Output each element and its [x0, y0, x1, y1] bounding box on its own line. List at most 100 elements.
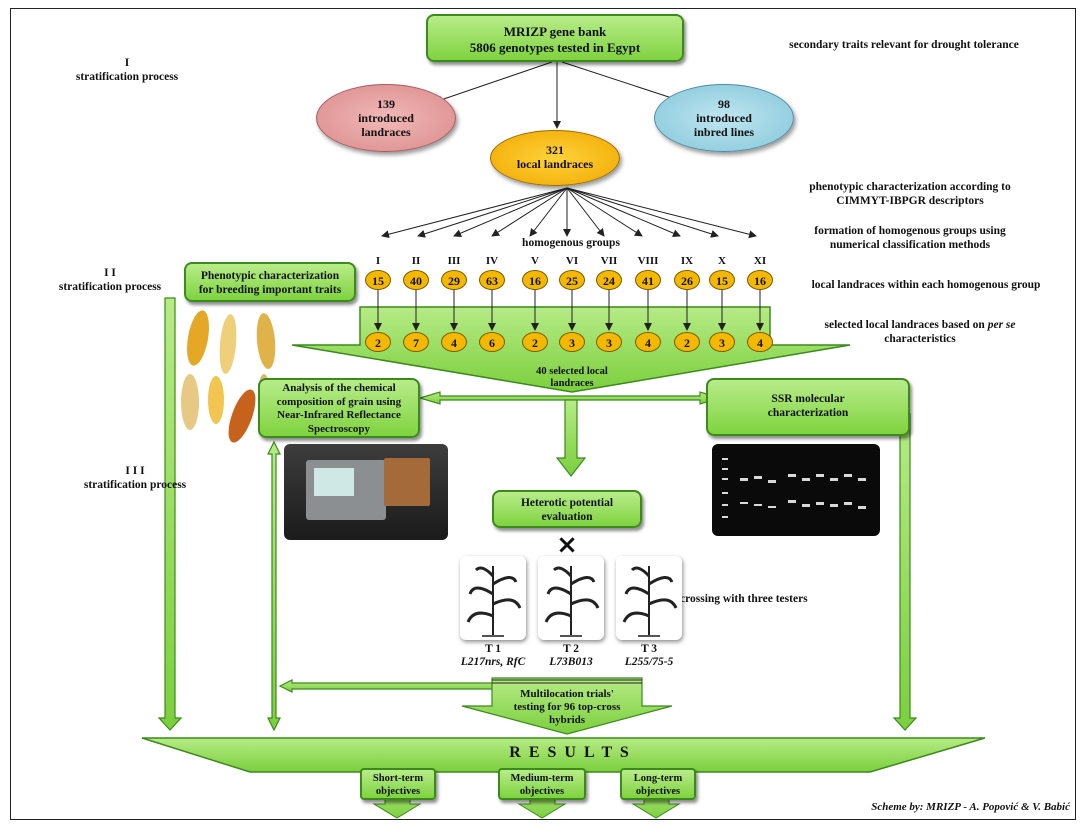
- multilocation-left-arrow: [278, 679, 493, 693]
- group-total-badge: 15: [709, 270, 735, 290]
- gel-bands: [722, 458, 866, 518]
- multilocation-line-2: testing for 96 top-cross: [513, 701, 621, 713]
- homogenous-groups-label: homogenous groups: [522, 237, 620, 249]
- introduced-inbreds-count: 98: [718, 97, 730, 111]
- medium-term-objectives: Medium-term objectives: [498, 768, 586, 800]
- arrow-to-introduced-landraces: [434, 61, 553, 104]
- tester-line: L255/75-5: [624, 656, 674, 668]
- group-total-badge: 16: [747, 270, 773, 290]
- tester-line: L217nrs, RfC: [460, 656, 526, 668]
- note-selected-text: selected local landraces based on: [824, 319, 985, 331]
- instrument-sample-tray: [384, 458, 430, 506]
- phenotypic-down-arrow: [157, 297, 183, 731]
- group-selected-badge: 3: [559, 332, 585, 352]
- ssr-box-line-1: SSR molecular: [771, 393, 845, 405]
- group-roman-label: VII: [600, 255, 618, 267]
- stage-3-number: I I I: [125, 465, 145, 477]
- note-selected-per-se: selected local landraces based on per se: [790, 318, 1050, 332]
- ssr-down-arrow: [892, 413, 918, 731]
- group-selected-badge: 3: [596, 332, 622, 352]
- group-selected-badge: 2: [365, 332, 391, 352]
- heterotic-box-line-2: evaluation: [541, 511, 593, 523]
- maize-plant-icon: [622, 566, 678, 637]
- group-selected-badge: 4: [441, 332, 467, 352]
- heterotic-box-line-1: Heterotic potential: [520, 497, 614, 509]
- group-total-badge: 25: [559, 270, 585, 290]
- group-total-badge: 26: [674, 270, 700, 290]
- group-roman-label: II: [411, 255, 421, 267]
- group-roman-label: V: [531, 255, 539, 267]
- group-selected-badge: 2: [522, 332, 548, 352]
- tester-line: L73B013: [549, 656, 593, 668]
- group-roman-label: IX: [680, 255, 694, 267]
- note-phenotypic-1: phenotypic characterization according to: [809, 181, 1011, 193]
- ssr-gel-photo: [712, 444, 880, 536]
- group-selected-badge: 3: [709, 332, 735, 352]
- phenotypic-box: Phenotypic characterization for breeding…: [184, 262, 356, 302]
- results-label: R E S U L T S: [509, 744, 631, 761]
- group-selection-arrows: [374, 289, 764, 331]
- local-landraces-ellipse: 321 local landraces: [490, 130, 620, 186]
- group-roman-label: XI: [753, 255, 767, 267]
- selected-total-line-1: 40 selected local: [536, 366, 608, 377]
- group-total-badge: 40: [403, 270, 429, 290]
- credit-line: Scheme by: MRIZP - A. Popović & V. Babić: [871, 801, 1070, 813]
- long-term-line-2: objectives: [635, 786, 681, 797]
- short-term-line-2: objectives: [375, 786, 421, 797]
- group-selected-badge: 6: [479, 332, 505, 352]
- note-secondary-traits: secondary traits relevant for drought to…: [789, 39, 1019, 51]
- group-total-badge: 16: [522, 270, 548, 290]
- group-roman-label: VI: [565, 255, 579, 267]
- cross-symbol: ×: [556, 530, 578, 560]
- nir-box-line-1: Analysis of the chemical: [282, 382, 396, 394]
- tester-name: T 3: [640, 643, 658, 655]
- short-term-objectives: Short-term objectives: [360, 768, 436, 800]
- group-total-badge: 15: [365, 270, 391, 290]
- nir-box-line-2: composition of grain using: [276, 395, 402, 408]
- selected-total-line-2: landraces: [550, 378, 594, 389]
- nir-box-line-3: Near-Infrared Reflectance: [277, 409, 401, 421]
- nir-double-arrow: [267, 440, 281, 732]
- note-homogenous-2: numerical classification methods: [829, 239, 991, 251]
- group-selected-badge: 2: [674, 332, 700, 352]
- heterotic-box: Heterotic potential evaluation: [492, 490, 642, 528]
- introduced-inbreds-label-2: inbred lines: [693, 125, 755, 139]
- tester-plant-card: [460, 556, 526, 640]
- note-within-groups: local landraces within each homogenous g…: [811, 279, 1041, 291]
- introduced-landraces-label-2: landraces: [361, 125, 411, 139]
- introduced-inbreds-label-1: introduced: [696, 111, 752, 125]
- tester-name: T 2: [562, 643, 580, 655]
- instrument-screen: [314, 468, 354, 496]
- introduced-inbreds-ellipse: 98 introduced inbred lines: [654, 84, 794, 152]
- long-term-objectives: Long-term objectives: [620, 768, 696, 800]
- stage-2-label: stratification process: [58, 281, 162, 293]
- selected-total-label: 40 selected local landraces: [522, 366, 622, 390]
- group-total-badge: 29: [441, 270, 467, 290]
- nir-box-line-4: Spectroscopy: [307, 422, 371, 435]
- tester-plant-card: [616, 556, 682, 640]
- introduced-landraces-ellipse: 139 introduced landraces: [316, 84, 456, 152]
- group-selected-badge: 4: [635, 332, 661, 352]
- long-term-line-1: Long-term: [633, 773, 683, 784]
- note-selected-em: per se: [987, 319, 1016, 331]
- group-selected-badge: 7: [403, 332, 429, 352]
- medium-term-line-1: Medium-term: [510, 773, 574, 784]
- introduced-landraces-count: 139: [377, 97, 395, 111]
- group-roman-label: I: [375, 255, 381, 267]
- group-total-badge: 63: [479, 270, 505, 290]
- multilocation-line-3: hybrids: [548, 714, 586, 726]
- arrow-to-introduced-inbreds: [561, 61, 685, 104]
- group-total-badge: 41: [635, 270, 661, 290]
- multilocation-line-1: Multilocation trials': [520, 688, 614, 700]
- stage-1-label: stratification process: [75, 71, 179, 83]
- local-landraces-label: local landraces: [516, 157, 594, 171]
- note-homogenous-1: formation of homogenous groups using: [814, 225, 1006, 237]
- tester-plant-card: [538, 556, 604, 640]
- maize-plant-icon: [544, 566, 600, 637]
- nir-instrument-photo: [284, 444, 448, 540]
- note-phenotypic-2: CIMMYT-IBPGR descriptors: [836, 195, 984, 207]
- results-bar: [141, 737, 986, 773]
- group-roman-label: IV: [485, 255, 499, 267]
- diagram-frame: [10, 8, 1076, 820]
- introduced-landraces-label-1: introduced: [358, 111, 414, 125]
